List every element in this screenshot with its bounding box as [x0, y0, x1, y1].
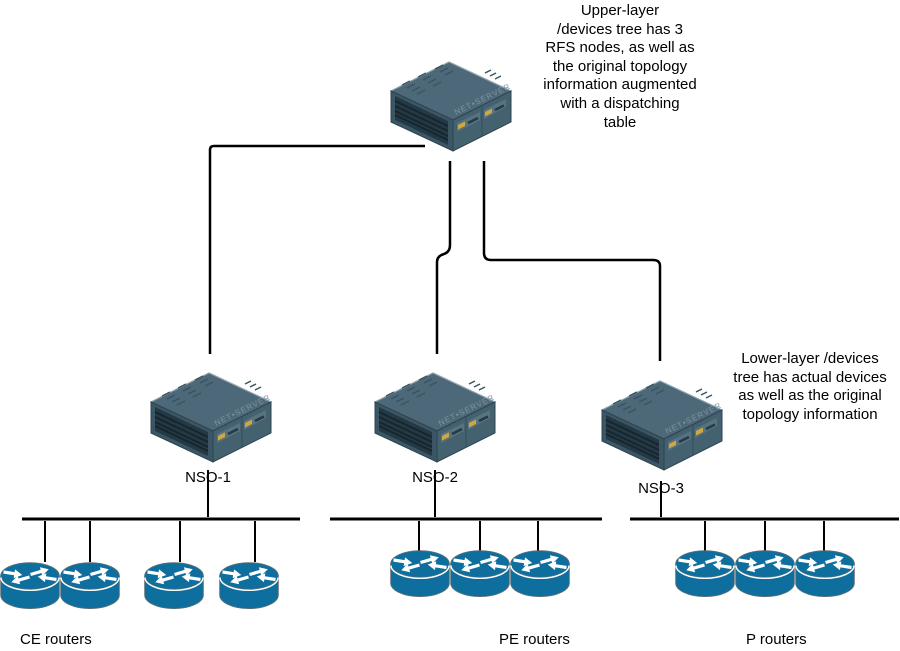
ce-drop-lines [44, 521, 256, 562]
p-router-icon[interactable] [735, 550, 795, 598]
ce-router-icon[interactable] [219, 562, 279, 610]
ce-router-icon[interactable] [0, 562, 60, 610]
pe-drop-lines [418, 521, 539, 552]
pe-router-icon[interactable] [510, 550, 570, 598]
pe-router-icon[interactable] [450, 550, 510, 598]
pe-routers-label: PE routers [499, 631, 570, 648]
ce-router-icon[interactable] [144, 562, 204, 610]
p-routers-label: P routers [746, 631, 807, 648]
p-router-icon[interactable] [675, 550, 735, 598]
lower-layer-annotation: Lower-layer /devices tree has actual dev… [733, 350, 887, 423]
p-router-icon[interactable] [795, 550, 855, 598]
ce-routers-label: CE routers [20, 631, 92, 648]
pe-router-icon[interactable] [390, 550, 450, 598]
upper-to-nso1-connector [208, 144, 425, 354]
upper-to-nso3-connector [482, 161, 662, 361]
ce-router-icon[interactable] [60, 562, 120, 610]
nso2-server-icon[interactable] [372, 372, 496, 464]
nso3-server-icon[interactable] [599, 380, 723, 472]
p-drop-lines [704, 521, 825, 551]
upper-layer-annotation: Upper-layer /devices tree has 3 RFS node… [543, 2, 697, 131]
upper-to-nso2-connector [435, 161, 452, 354]
nso1-server-icon[interactable] [148, 372, 272, 464]
upper-nso-server-icon[interactable] [388, 61, 512, 153]
